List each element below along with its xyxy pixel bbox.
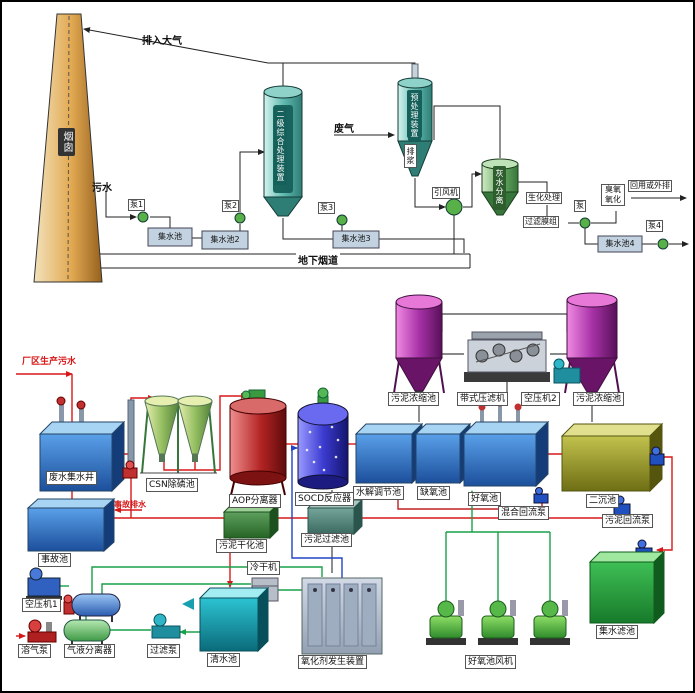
label-aop-separator: AOP分离器 bbox=[229, 494, 281, 508]
accident-tank-shape bbox=[26, 497, 116, 553]
label-ozone-unit: 臭氧氧化 bbox=[601, 184, 625, 206]
label-accident-tank: 事故池 bbox=[38, 553, 72, 567]
label-pump3: 泵3 bbox=[318, 202, 336, 214]
aerobic-tank-shape bbox=[462, 399, 550, 488]
collect-filter-tank-shape bbox=[588, 539, 666, 625]
label-belt-press: 带式压滤机 bbox=[457, 392, 509, 406]
label-pump2: 泵2 bbox=[222, 200, 240, 212]
hydrolysis-tank-shape bbox=[354, 422, 424, 485]
top-pump-shapes bbox=[137, 211, 669, 250]
aop-vessel bbox=[229, 389, 287, 496]
filter-pump-shape bbox=[151, 613, 181, 639]
label-secondary-unit: 二级综合处理装置 bbox=[274, 107, 287, 185]
label-sump4: 集水池4 bbox=[605, 239, 635, 248]
label-waste-gas: 废气 bbox=[334, 124, 354, 135]
flow-arrow-teal bbox=[182, 598, 194, 610]
label-bio-treat: 生化处理 bbox=[526, 192, 562, 204]
clean-water-tank-shape bbox=[198, 586, 270, 653]
label-socd-reactor: SOCD反应器 bbox=[295, 492, 355, 506]
anoxic-tank-shape bbox=[414, 422, 472, 485]
label-accident-drain: 事故排水 bbox=[114, 500, 146, 509]
label-pump4: 泵4 bbox=[646, 220, 664, 232]
oxidant-generator-shape bbox=[301, 577, 383, 655]
air-compressor2-shape bbox=[553, 358, 581, 384]
label-air-compressor1: 空压机1 bbox=[22, 598, 61, 612]
mix-return-pump-shape bbox=[533, 487, 549, 504]
draft-fan-shape bbox=[445, 198, 463, 216]
label-membrane: 过滤膜组 bbox=[523, 216, 559, 228]
label-reuse-out: 回用或外排 bbox=[628, 180, 672, 192]
label-collect-well: 废水集水井 bbox=[46, 471, 98, 485]
sludge-drying-shape bbox=[222, 502, 280, 540]
label-ash-water-sep: 灰水分离 bbox=[493, 166, 506, 208]
top-pipes bbox=[83, 27, 689, 269]
label-gas-liquid-sep: 气液分离器 bbox=[64, 644, 116, 658]
label-air-compressor2: 空压机2 bbox=[521, 392, 560, 406]
label-secondary-clarifier: 二沉池 bbox=[586, 494, 620, 508]
secondary-clarifier-shape bbox=[560, 422, 665, 493]
label-mix-return-pump: 混合回流泵 bbox=[498, 506, 550, 520]
aerobic-blowers-shape bbox=[426, 600, 570, 645]
label-influent: 厂区生产污水 bbox=[22, 357, 77, 367]
label-aerobic-tank: 好氧池 bbox=[468, 492, 502, 506]
label-filter-pump: 过滤泵 bbox=[147, 644, 181, 658]
label-dissolved-air-pump: 溶气泵 bbox=[18, 644, 52, 658]
air-receiver-shape bbox=[63, 593, 121, 622]
lift-pump bbox=[122, 399, 138, 479]
belt-press-shape bbox=[464, 331, 550, 382]
label-clean-water-tank: 清水池 bbox=[207, 653, 241, 667]
label-underground-flue: 地下烟道 bbox=[296, 252, 340, 267]
label-csn-tank: CSN除磷池 bbox=[146, 478, 198, 492]
gas-liquid-separator-shape bbox=[63, 619, 111, 646]
sludge-thickener-right-shape bbox=[564, 292, 620, 397]
label-wastewater: 污水 bbox=[92, 183, 112, 194]
label-oxidant-generator: 氧化剂发生装置 bbox=[298, 655, 368, 669]
label-sludge-drying: 污泥干化池 bbox=[216, 539, 268, 553]
label-pump1: 泵1 bbox=[128, 199, 146, 211]
label-chimney: 烟囱 bbox=[58, 128, 75, 156]
dissolved-air-pump-shape bbox=[27, 619, 57, 643]
label-pretreat-unit: 预处理装置 bbox=[408, 90, 421, 141]
label-cold-dryer: 冷干机 bbox=[247, 561, 281, 575]
label-thickener-right: 污泥浓缩池 bbox=[573, 392, 625, 406]
bottom-diagram-shapes bbox=[16, 292, 673, 655]
label-draft-fan: 引风机 bbox=[432, 187, 460, 199]
label-sludge-filter: 污泥过滤池 bbox=[301, 533, 353, 547]
label-anoxic-tank: 缺氧池 bbox=[417, 486, 451, 500]
label-pump-small: 泵 bbox=[574, 200, 586, 212]
label-aerobic-blower: 好氧池风机 bbox=[465, 655, 517, 669]
label-sump2: 集水池2 bbox=[210, 235, 240, 244]
csn-hoppers bbox=[140, 395, 217, 474]
socd-vessel bbox=[297, 387, 349, 490]
label-slurry-out: 排浆 bbox=[404, 144, 417, 168]
label-hydrolysis-tank: 水解调节池 bbox=[353, 486, 405, 500]
label-sludge-return-pump: 污泥回流泵 bbox=[602, 514, 654, 528]
pipes-air bbox=[58, 490, 551, 635]
label-thickener-left: 污泥浓缩池 bbox=[388, 392, 440, 406]
sump-boxes bbox=[147, 227, 643, 253]
pipes-oxidant bbox=[291, 445, 343, 578]
label-collect-filter-tank: 集水滤池 bbox=[596, 625, 639, 639]
label-sump3: 集水池3 bbox=[341, 234, 371, 243]
air-compressor1-shape bbox=[26, 567, 62, 600]
label-to-atmosphere: 排入大气 bbox=[142, 36, 182, 47]
label-sump1: 集水池 bbox=[158, 232, 182, 241]
sludge-thickener-left-shape bbox=[393, 294, 445, 396]
